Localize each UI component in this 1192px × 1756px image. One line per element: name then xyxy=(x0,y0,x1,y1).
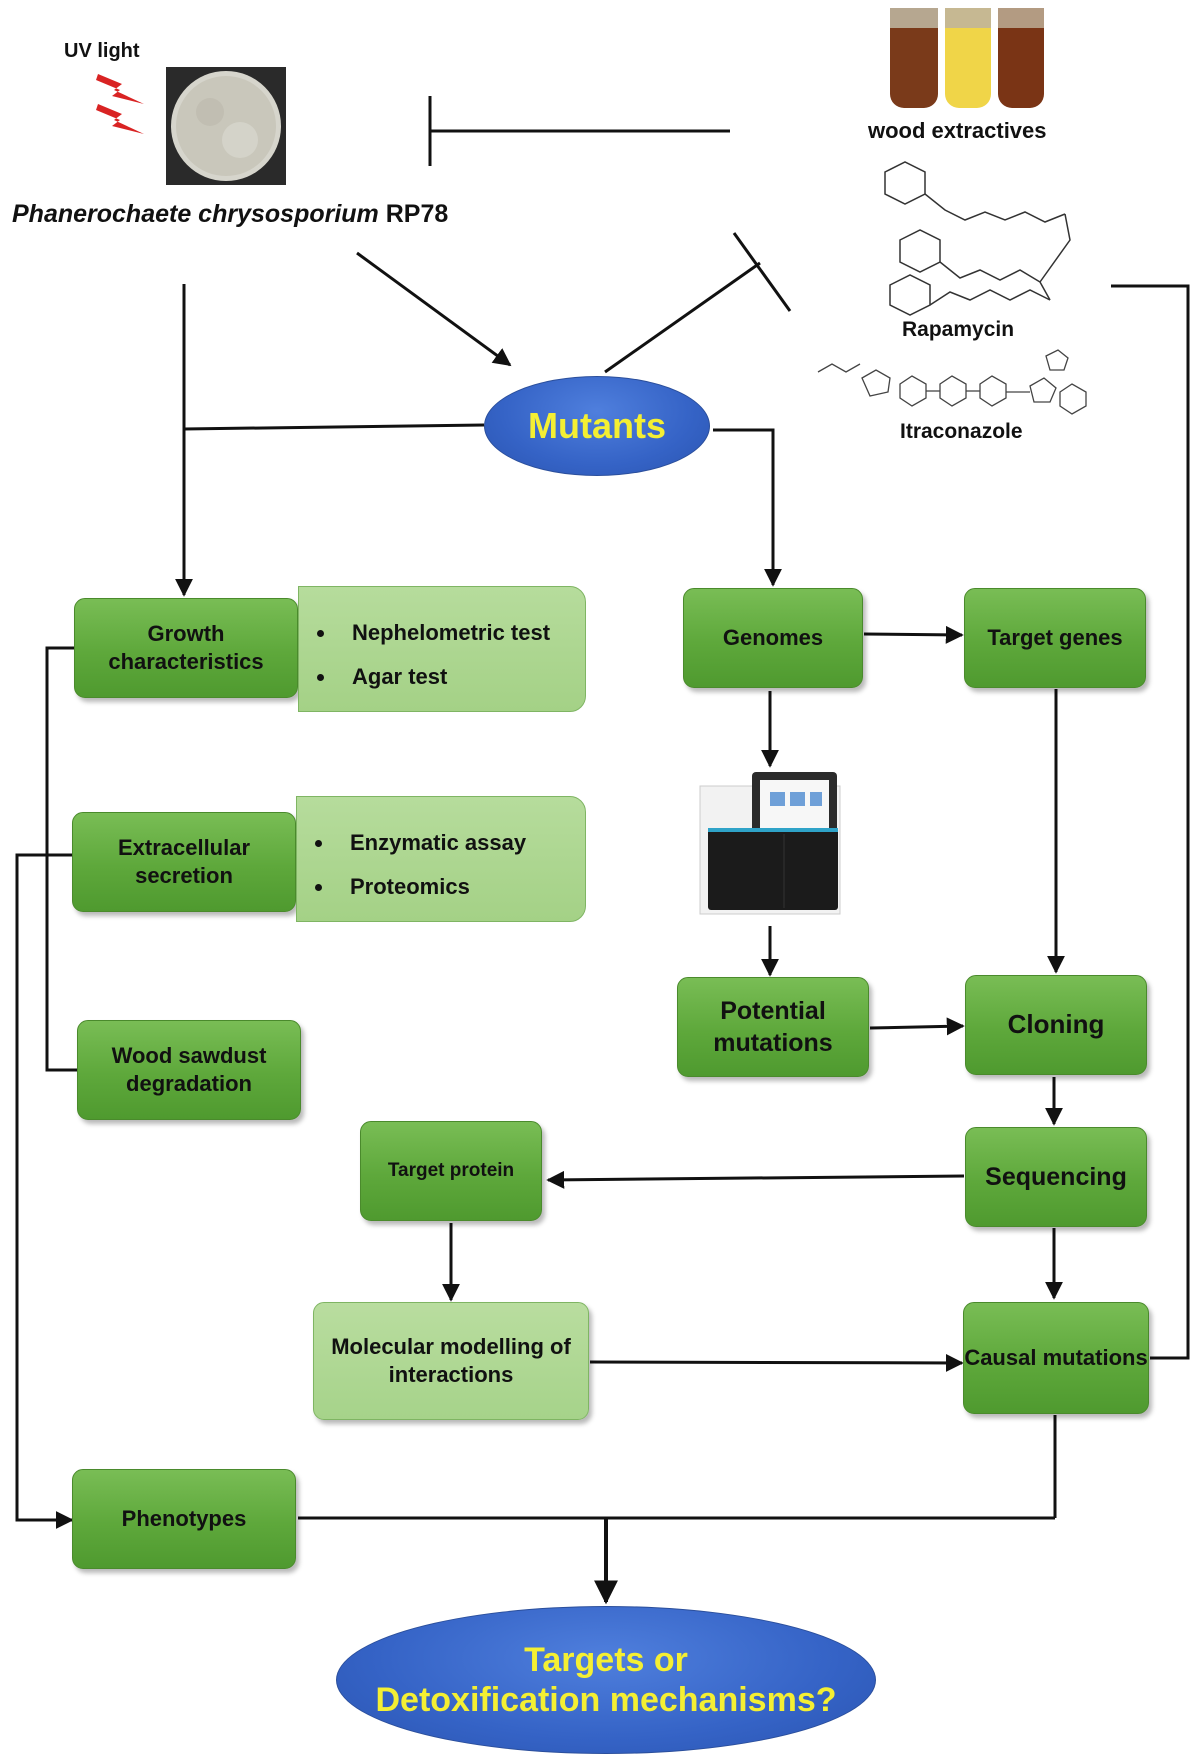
genomes-box: Genomes xyxy=(683,588,863,688)
mutants-node: Mutants xyxy=(484,376,710,476)
causal-mutations-box: Causal mutations xyxy=(963,1302,1149,1414)
uv-lightning-icon xyxy=(96,74,144,134)
inhibit-bar-mutants xyxy=(732,232,792,312)
bracket-growth-sawdust xyxy=(45,646,77,1072)
organism-species: Phanerochaete chrysosporium xyxy=(12,200,379,228)
molecular-modelling-box: Molecular modelling of interactions xyxy=(313,1302,589,1420)
enzymatic-assay-label: Enzymatic assay xyxy=(350,830,527,855)
bullet-icon xyxy=(317,673,324,681)
bullet-icon xyxy=(315,883,322,891)
list-item: Proteomics xyxy=(315,865,585,909)
final-line2: Detoxification mechanisms? xyxy=(375,1681,837,1719)
extract-tubes-icon xyxy=(890,8,1044,108)
bullet-icon xyxy=(315,839,322,847)
growth-characteristics-box: Growth characteristics xyxy=(74,598,298,698)
wood-extractives-label: wood extractives xyxy=(868,118,1047,143)
final-question-node: Targets or Detoxification mechanisms? xyxy=(336,1606,876,1754)
organism-label: Phanerochaete chrysosporium RP78 xyxy=(12,200,448,229)
itraconazole-label: Itraconazole xyxy=(900,420,1023,443)
uv-light-label: UV light xyxy=(64,40,140,62)
line-mutants-left xyxy=(183,423,485,431)
arrow-genomes-targetgenes xyxy=(863,625,964,644)
arrow-sequencing-targetprotein xyxy=(546,1170,965,1189)
target-genes-box: Target genes xyxy=(964,588,1146,688)
rapamycin-label: Rapamycin xyxy=(902,318,1015,341)
organism-strain: RP78 xyxy=(385,200,449,228)
phenotypes-box: Phenotypes xyxy=(72,1469,296,1569)
arrow-extracellular-phenotypes xyxy=(15,853,74,1529)
list-item: Enzymatic assay xyxy=(315,821,585,865)
arrow-fungus-mutants xyxy=(356,251,512,367)
arrow-modelling-causal xyxy=(589,1353,964,1372)
sequencing-box: Sequencing xyxy=(965,1127,1147,1227)
line-causal-inhibitors xyxy=(1111,284,1190,1360)
secretion-tests-list: Enzymatic assay Proteomics xyxy=(296,796,586,922)
list-item: Agar test xyxy=(317,655,585,699)
sequencer-icon xyxy=(699,772,841,915)
target-protein-box: Target protein xyxy=(360,1121,542,1221)
final-line1: Targets or xyxy=(524,1640,688,1679)
extracellular-secretion-box: Extracellular secretion xyxy=(72,812,296,912)
cloning-box: Cloning xyxy=(965,975,1147,1075)
arrow-potential-cloning xyxy=(869,1017,965,1036)
proteomics-label: Proteomics xyxy=(350,874,470,899)
inhibit-line-mutants xyxy=(604,261,761,374)
mutants-label: Mutants xyxy=(528,405,666,446)
bullet-icon xyxy=(317,629,324,637)
arrow-mutants-genomes xyxy=(713,428,782,587)
potential-mutations-box: Potential mutations xyxy=(677,977,869,1077)
nephelometric-test-label: Nephelometric test xyxy=(352,620,551,645)
petri-dish-icon xyxy=(166,67,286,185)
agar-test-label: Agar test xyxy=(352,664,448,689)
wood-sawdust-box: Wood sawdust degradation xyxy=(77,1020,301,1120)
growth-tests-list: Nephelometric test Agar test xyxy=(298,586,586,712)
itraconazole-structure-icon xyxy=(817,349,1087,415)
rapamycin-structure-icon xyxy=(884,161,1071,316)
list-item: Nephelometric test xyxy=(317,611,585,655)
